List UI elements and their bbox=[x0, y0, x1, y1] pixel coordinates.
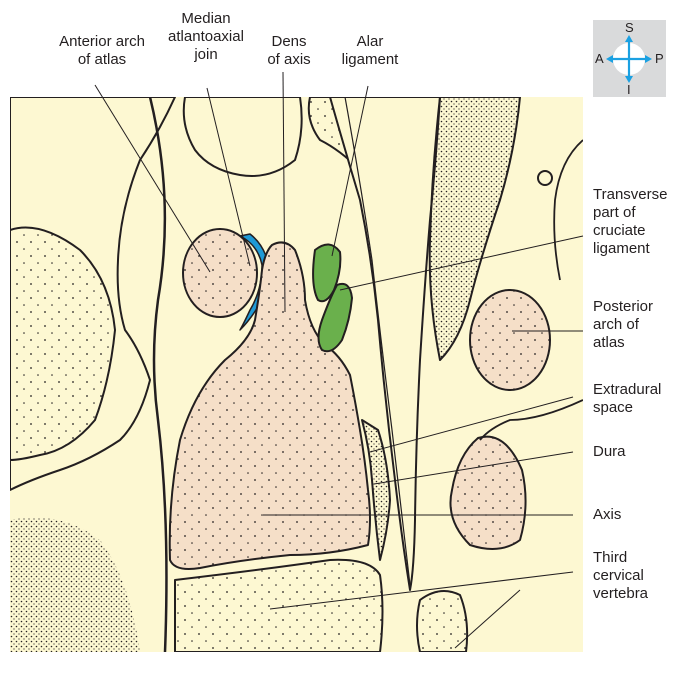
compass-posterior: P bbox=[655, 51, 664, 66]
compass-anterior: A bbox=[595, 51, 604, 66]
label-third-cervical: Third cervical vertebra bbox=[593, 549, 685, 603]
label-transverse: Transverse part of cruciate ligament bbox=[593, 186, 685, 258]
label-alar: Alar ligament bbox=[335, 33, 405, 69]
label-dura: Dura bbox=[593, 443, 685, 461]
label-dens: Dens of axis bbox=[258, 33, 320, 69]
orientation-compass: S A P I bbox=[593, 20, 666, 97]
label-median-joint: Median atlantoaxial join bbox=[156, 10, 256, 64]
small-foramen bbox=[538, 171, 552, 185]
compass-inferior: I bbox=[627, 82, 631, 97]
label-extradural: Extradural space bbox=[593, 381, 685, 417]
compass-superior: S bbox=[625, 20, 634, 35]
label-anterior-arch: Anterior arch of atlas bbox=[36, 33, 168, 69]
label-posterior-arch: Posterior arch of atlas bbox=[593, 298, 685, 352]
label-axis: Axis bbox=[593, 506, 685, 524]
